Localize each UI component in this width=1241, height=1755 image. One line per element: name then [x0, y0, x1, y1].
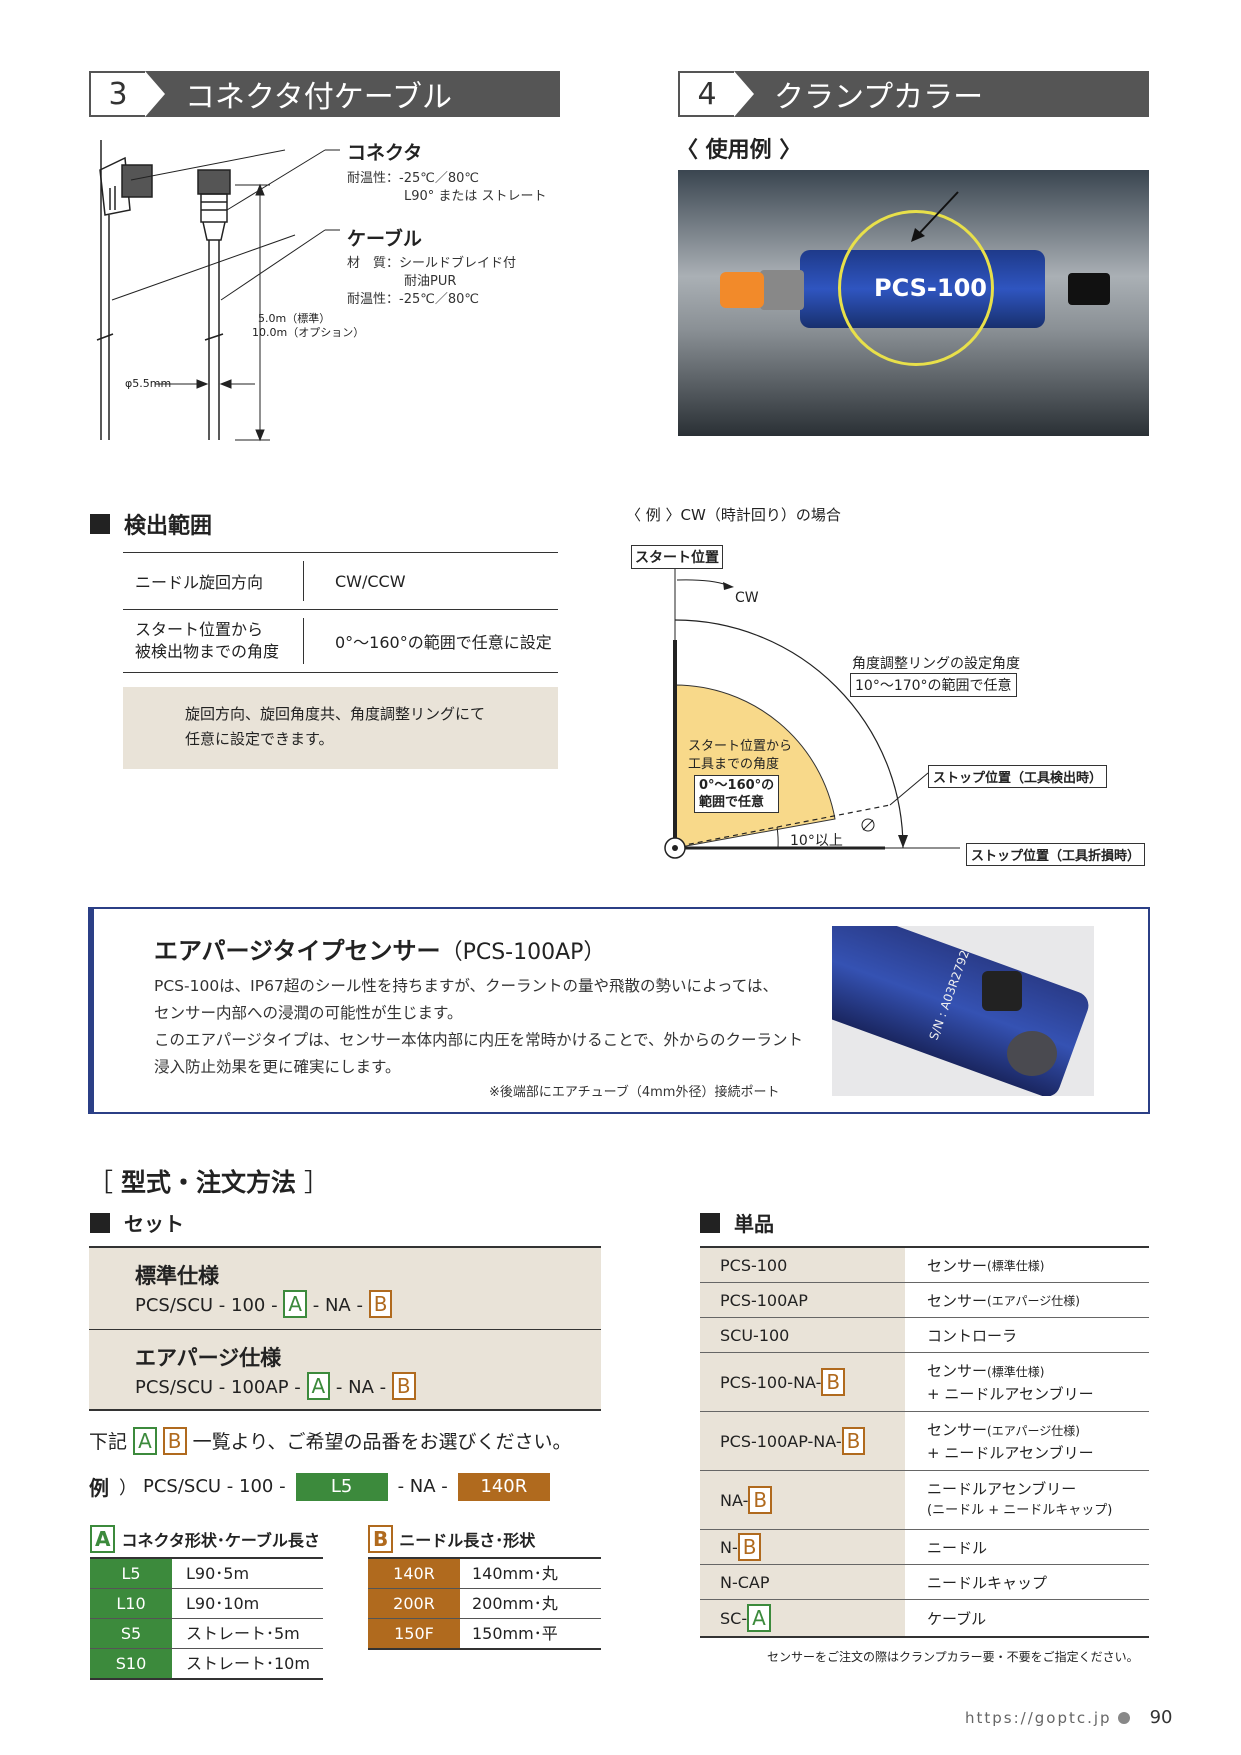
air-port-icon	[982, 971, 1022, 1011]
table-row: PCS-100AP センサー(エアパージ仕様)	[700, 1283, 1149, 1318]
table-row: 140R 140mm･丸	[368, 1559, 601, 1589]
table-row: 150F 150mm･平	[368, 1619, 601, 1650]
detect-table: ニードル旋回方向 CW/CCW スタート位置から 被検出物までの角度 0°〜16…	[123, 552, 558, 673]
orange-cap	[720, 272, 764, 308]
tool-angle-label-2: 工具までの角度	[688, 757, 780, 772]
start-position-label: スタート位置	[631, 545, 723, 569]
table-b-heading: B ニードル長さ･形状	[368, 1525, 535, 1553]
set-heading: セット	[90, 1208, 184, 1237]
example-a-value: L5	[295, 1472, 388, 1501]
l90-connector-icon	[96, 140, 153, 440]
arrow-icon	[911, 191, 959, 242]
footer-url[interactable]: https://goptc.jp	[965, 1708, 1112, 1727]
table-b: 140R 140mm･丸 200R 200mm･丸 150F 150mm･平	[368, 1557, 601, 1650]
square-bullet-icon	[700, 1212, 720, 1233]
square-bullet-icon	[90, 1212, 110, 1233]
connector-temp: 耐温性：-25℃／80℃	[347, 171, 479, 186]
diameter-label: φ5.5mm	[125, 377, 172, 390]
table-row: L10 L90･10m	[90, 1589, 323, 1619]
straight-connector-icon	[197, 169, 231, 440]
table-row: PCS-100AP-NA-B センサー(エアパージ仕様) + ニードルアセンブリ…	[700, 1412, 1149, 1471]
ten-degree-label: 10°以上	[790, 833, 843, 849]
set-box: 標準仕様 PCS/SCU - 100 - A - NA - B エアパージ仕様 …	[89, 1246, 601, 1411]
highlight-circle	[838, 210, 994, 366]
cable-drawing	[96, 140, 340, 442]
angle-diagram	[664, 555, 960, 859]
section-3-header: 3 コネクタ付ケーブル	[89, 71, 560, 117]
single-heading: 単品	[700, 1208, 774, 1237]
detect-key-angle-2: 被検出物までの角度	[135, 642, 280, 661]
airpurge-box: エアパージタイプセンサー（PCS-100AP） PCS-100は、IP67超のシ…	[88, 907, 1150, 1114]
table-row: NA-B ニードルアセンブリー (ニードル + ニードルキャップ)	[700, 1471, 1149, 1530]
airpurge-spec-label: エアパージ仕様	[135, 1346, 282, 1370]
detect-value-angle: 0°〜160°の範囲で任意に設定	[335, 633, 552, 652]
ring-angle-label: 角度調整リングの設定角度	[852, 656, 1020, 672]
detect-key-angle-1: スタート位置から	[135, 620, 264, 639]
table-row: PCS-100 センサー(標準仕様)	[700, 1248, 1149, 1283]
tool-angle-range: 0°〜160°の 範囲で任意	[694, 775, 780, 813]
section-4-header: 4 クランプカラー	[678, 71, 1149, 117]
airpurge-photo: S/N : A03R2792	[832, 926, 1094, 1096]
page-number: 90	[1149, 1707, 1173, 1728]
sensor-nut	[760, 270, 804, 310]
order-heading: ［型式・注文方法］	[88, 1168, 330, 1197]
table-a-heading: A コネクタ形状･ケーブル長さ	[90, 1525, 320, 1553]
length-option: 10.0m（オプション）	[252, 326, 365, 339]
airpurge-title: エアパージタイプセンサー（PCS-100AP）	[154, 937, 606, 965]
standard-spec-label: 標準仕様	[135, 1264, 219, 1288]
length-standard: 5.0m（標準）	[258, 312, 331, 325]
airpurge-spec-code: PCS/SCU - 100AP - A - NA - B	[135, 1372, 416, 1400]
connector-label: コネクタ	[347, 142, 423, 164]
table-row: 200R 200mm･丸	[368, 1589, 601, 1619]
section-title: コネクタ付ケーブル	[185, 80, 452, 115]
table-row: N-CAP ニードルキャップ	[700, 1565, 1149, 1600]
usage-photo: PCS-100	[678, 170, 1149, 436]
cable-temp: 耐温性：-25℃／80℃	[347, 292, 479, 307]
cable-material: 材 質：シールドブレイド付	[347, 256, 517, 271]
table-a: L5 L90･5m L10 L90･10m S5 ストレート･5m S10 スト…	[90, 1557, 323, 1680]
detect-key-direction: ニードル旋回方向	[135, 573, 264, 592]
table-row: S10 ストレート･10m	[90, 1649, 323, 1680]
connector-type: L90° または ストレート	[404, 189, 547, 204]
example-b-value: 140R	[457, 1472, 550, 1501]
pick-instruction: 下記 A B 一覧より、ご希望の品番をお選びください。	[89, 1427, 572, 1455]
table-row: N-B ニードル	[700, 1530, 1149, 1565]
bullet-dot-icon	[1117, 1711, 1130, 1724]
cw-label: CW	[735, 590, 759, 606]
detect-value-direction: CW/CCW	[335, 571, 406, 591]
single-note: センサーをご注文の際はクランプカラー要・不要をご指定ください。	[767, 1650, 1139, 1664]
single-table: PCS-100 センサー(標準仕様) PCS-100AP センサー(エアパージ仕…	[700, 1246, 1149, 1638]
stop-detect-label: ストップ位置（工具検出時）	[928, 765, 1108, 788]
table-row: SC-A ケーブル	[700, 1600, 1149, 1636]
airpurge-text: PCS-100は、IP67超のシール性を持ちますが、クーラントの量や飛散の勢いに…	[154, 977, 803, 1076]
cable-label: ケーブル	[347, 228, 422, 250]
usage-label: 〈 使用例 〉	[676, 138, 802, 163]
tool-angle-label-1: スタート位置から	[688, 739, 793, 754]
connector-end-icon	[1007, 1031, 1057, 1076]
airpurge-note: ※後端部にエアチューブ（4mm外径）接続ポート	[489, 1085, 780, 1100]
section-title: クランプカラー	[774, 80, 984, 115]
table-row: S5 ストレート･5m	[90, 1619, 323, 1649]
sensor-end-connector	[1068, 273, 1110, 305]
stop-break-label: ストップ位置（工具折損時）	[966, 843, 1146, 866]
table-row: L5 L90･5m	[90, 1559, 323, 1589]
square-bullet-icon	[90, 514, 110, 534]
detect-note: 旋回方向、旋回角度共、角度調整リングにて 任意に設定できます。	[123, 687, 558, 769]
cable-material-2: 耐油PUR	[404, 274, 457, 289]
standard-spec-code: PCS/SCU - 100 - A - NA - B	[135, 1290, 393, 1318]
detect-heading: 検出範囲	[90, 508, 212, 540]
ring-angle-range: 10°〜170°の範囲で任意	[850, 673, 1017, 697]
footer: https://goptc.jp 90	[965, 1707, 1172, 1728]
table-row: PCS-100-NA-B センサー(標準仕様) + ニードルアセンブリー	[700, 1353, 1149, 1412]
diagram-caption: 〈 例 〉CW（時計回り）の場合	[626, 506, 841, 524]
section-number: 4	[678, 71, 754, 117]
section-number: 3	[89, 71, 165, 117]
table-row: SCU-100 コントローラ	[700, 1318, 1149, 1353]
example-line: 例 ） PCS/SCU - 100 - L5 - NA - 140R	[89, 1472, 550, 1501]
